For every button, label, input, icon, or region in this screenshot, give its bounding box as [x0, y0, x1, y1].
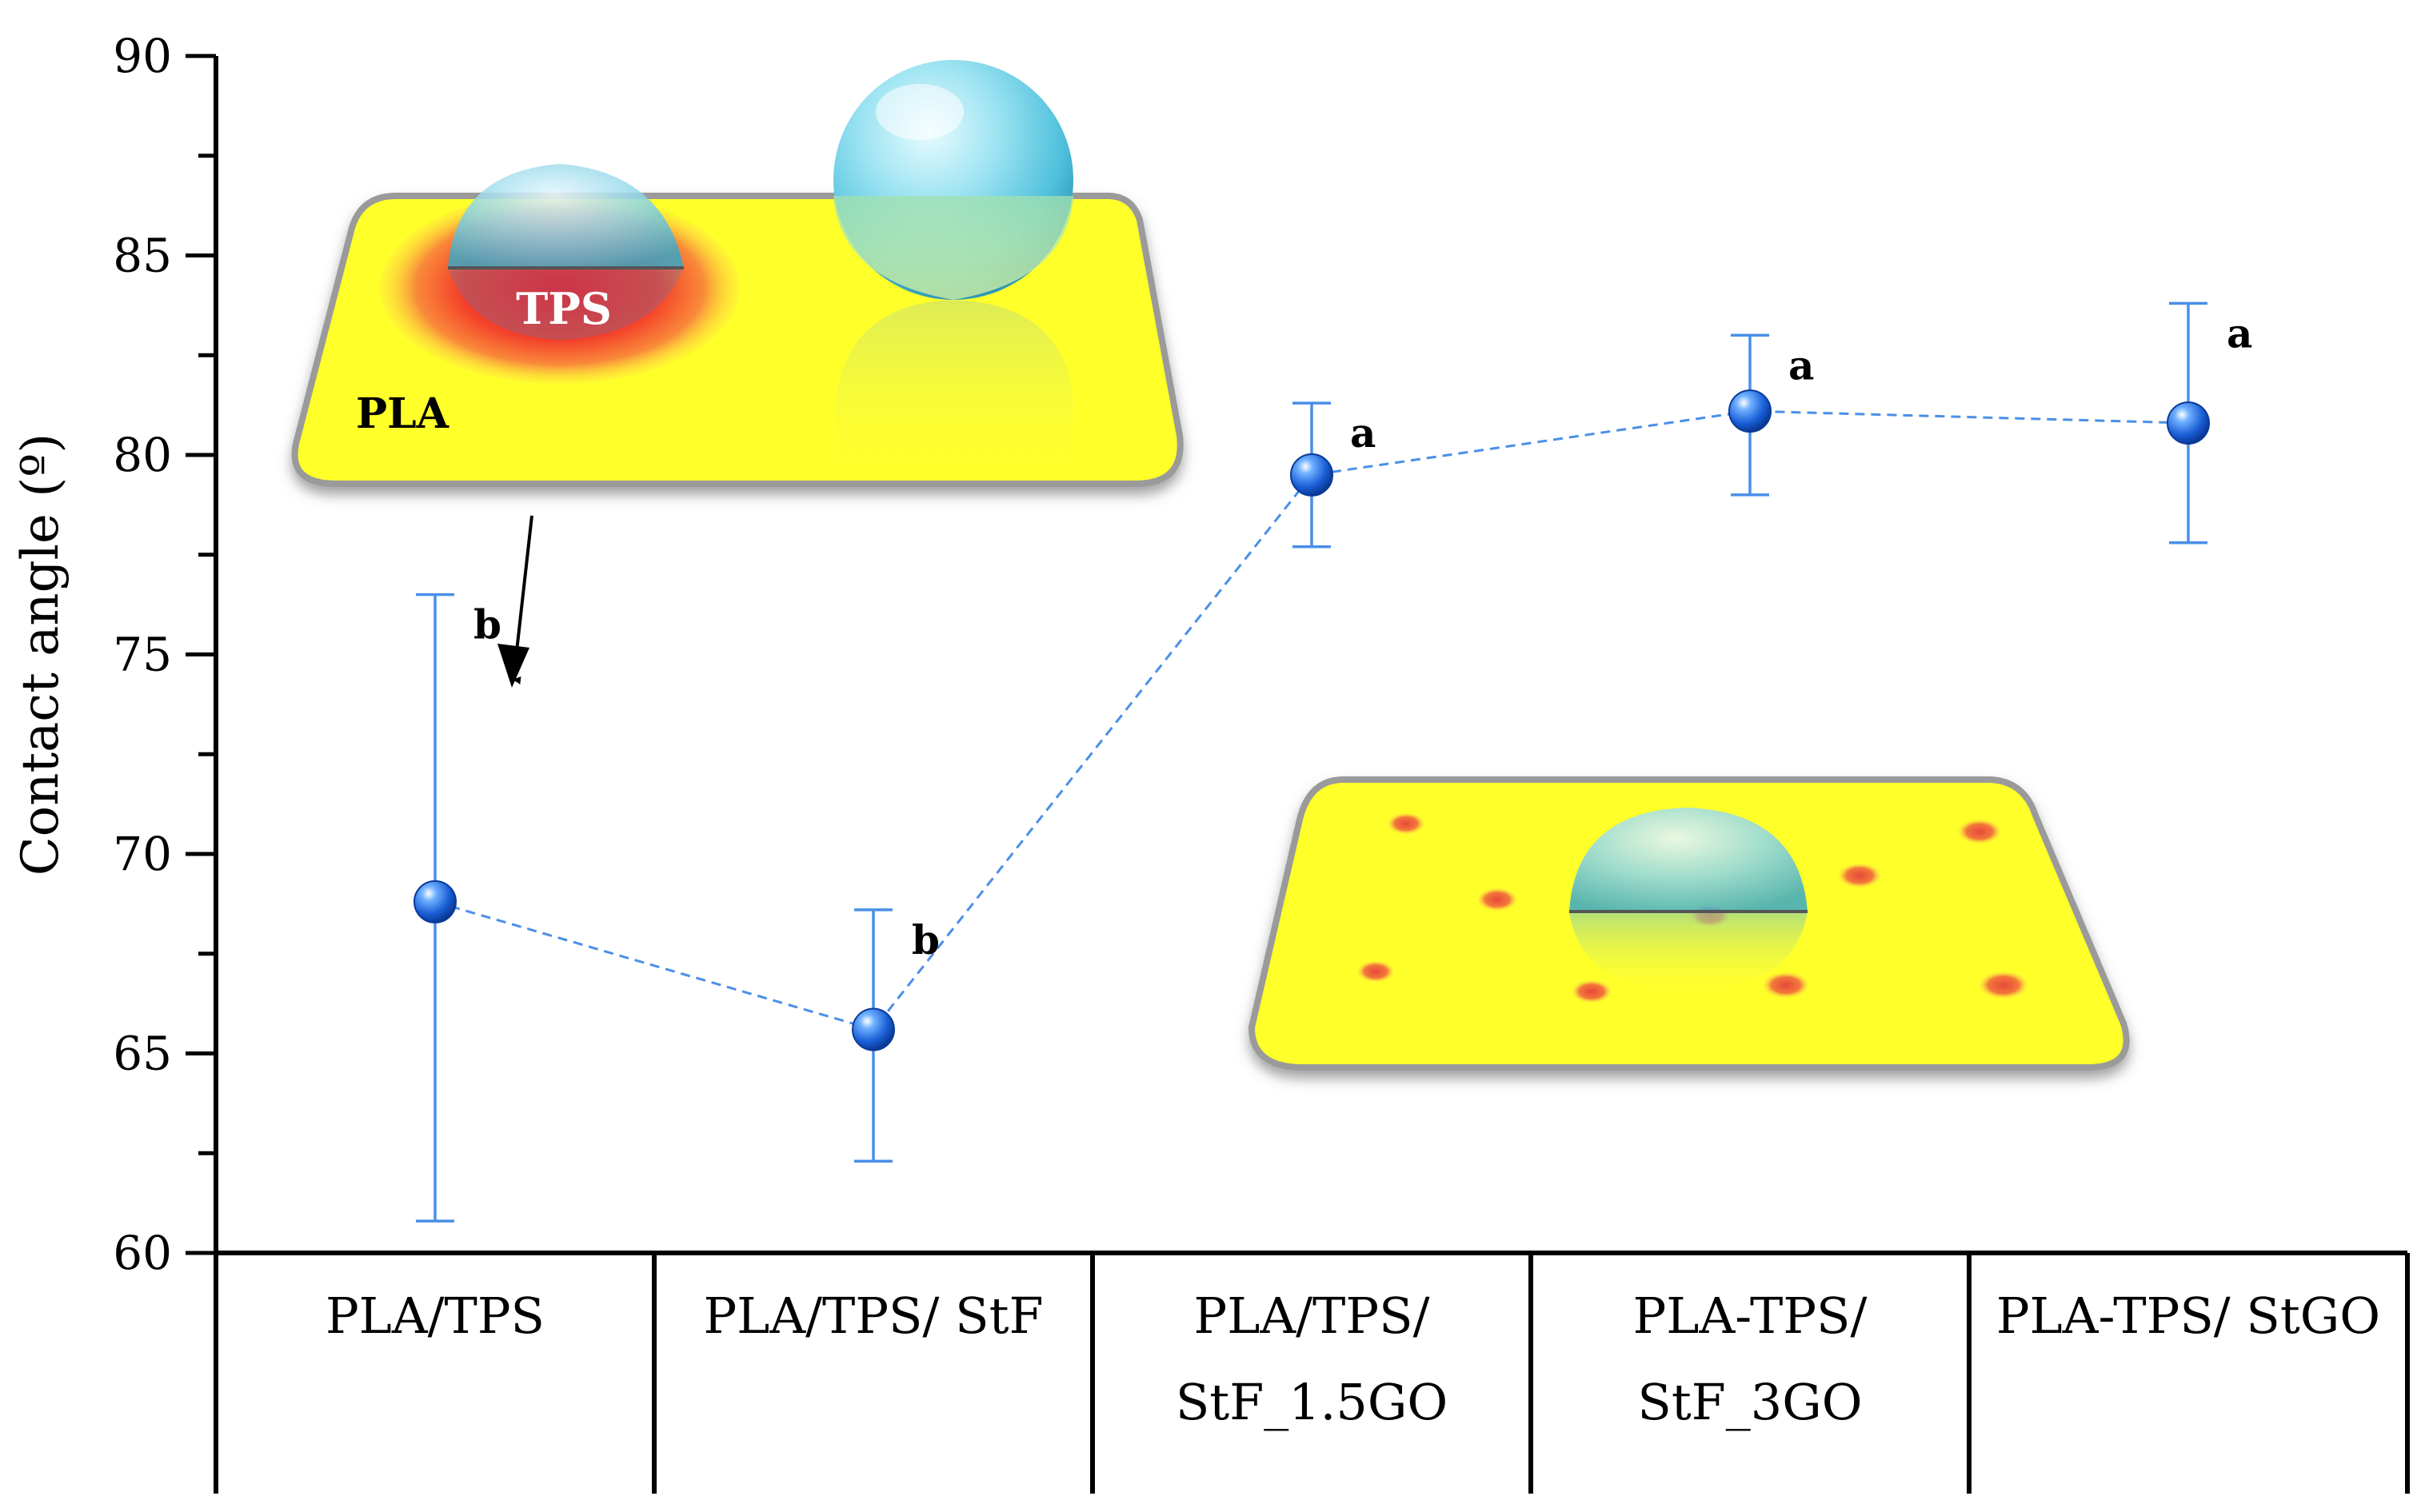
- category-label: PLA/TPS/: [1194, 1287, 1430, 1345]
- category-label: PLA/TPS/ StF: [703, 1287, 1043, 1345]
- sphere-droplet-lower: [833, 196, 1073, 300]
- y-axis-title: Contact angle (º): [11, 433, 70, 876]
- sphere-highlight: [876, 84, 964, 140]
- connecting-line: [434, 409, 2189, 1031]
- y-tick-label: 75: [113, 628, 172, 682]
- data-point: [413, 880, 457, 924]
- significance-label: a: [1350, 409, 1376, 457]
- tps-dot: [1356, 960, 1395, 983]
- tps-label: TPS: [516, 283, 612, 334]
- y-tick-label: 65: [113, 1027, 172, 1081]
- y-tick-label: 70: [113, 827, 172, 881]
- category-label: StF_1.5GO: [1176, 1373, 1448, 1431]
- category-label: PLA-TPS/ StGO: [1996, 1287, 2380, 1345]
- tps-dot: [1387, 812, 1425, 835]
- data-point: [1728, 389, 1772, 433]
- significance-label: a: [2227, 309, 2252, 357]
- inset-bottom-illustration: [1248, 776, 2130, 1071]
- tps-dot: [1978, 971, 2029, 999]
- data-point: [2167, 401, 2210, 445]
- significance-label: b: [912, 916, 940, 963]
- category-label: StF_3GO: [1637, 1373, 1862, 1431]
- droplet-dome: [1569, 808, 1808, 912]
- data-point: [852, 1007, 895, 1051]
- sphere-reflection: [836, 300, 1073, 480]
- inset-top-illustration: TPS PLA: [291, 60, 1184, 688]
- tps-dot: [1837, 863, 1882, 888]
- y-tick-label: 85: [113, 229, 172, 283]
- inset-arrow-head: [497, 644, 529, 688]
- significance-label: b: [473, 601, 501, 648]
- tps-dot: [1762, 971, 1810, 999]
- y-tick-label: 60: [113, 1226, 172, 1280]
- data-point: [1290, 453, 1333, 497]
- tps-droplet: [448, 164, 684, 268]
- pla-label: PLA: [356, 389, 449, 438]
- tps-dot: [1476, 888, 1518, 912]
- significance-label: a: [1788, 341, 1814, 389]
- category-label: PLA/TPS: [326, 1287, 545, 1345]
- data-series: b b a a a: [413, 301, 2252, 1223]
- y-tick-label: 90: [113, 29, 172, 83]
- tps-dot: [1957, 819, 2002, 844]
- tps-dot: [1571, 979, 1612, 1003]
- category-label: PLA-TPS/: [1633, 1287, 1868, 1345]
- y-tick-label: 80: [113, 428, 172, 482]
- tps-droplet-below: [448, 268, 684, 340]
- droplet-below: [1569, 912, 1808, 995]
